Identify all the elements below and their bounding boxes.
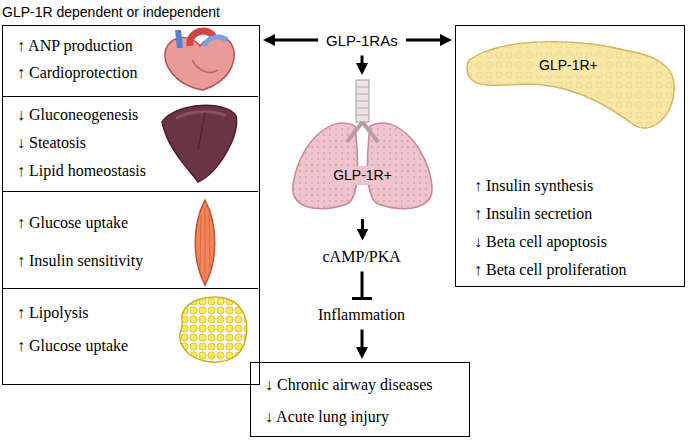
arrow-connector (269, 39, 318, 42)
pancreas-shape (467, 42, 674, 128)
arrow-connector (361, 330, 364, 354)
node-text: GLP-1R+ (330, 166, 395, 185)
node-text: ↑ Glucose uptake (17, 213, 128, 232)
organ-outline (464, 30, 678, 142)
inhibition-connector (361, 272, 364, 299)
trachea (356, 80, 369, 122)
node-text: ↓ Chronic airway diseases (265, 375, 433, 394)
node-text: ↑ Lipolysis (17, 303, 89, 322)
heart-body (165, 37, 234, 90)
fat-section: ↑ Lipolysis ↑ Glucose uptake (3, 288, 258, 384)
vena-cava (178, 30, 180, 48)
node-text: GLP-1R+ (536, 56, 601, 75)
liver-lobe-line (198, 112, 205, 150)
lung-organ: GLP-1R+ (285, 78, 440, 216)
node-text: GLP-1RAs (326, 31, 398, 50)
liver-highlight (176, 112, 226, 118)
node-text: cAMP/PKA (323, 247, 401, 266)
arrow-connector (361, 56, 364, 70)
node-text: Inflammation (318, 305, 405, 324)
fat-shape (180, 297, 247, 362)
liver-icon (162, 105, 237, 182)
organ-panel: GLP-1R dependent or independent↑ ANP pro… (2, 25, 260, 385)
organ-outline (285, 78, 440, 216)
liver-shape (162, 105, 237, 182)
pathway-label: cAMP/PKA (318, 244, 407, 269)
muscle-shape (195, 200, 215, 285)
node-text: ↑ Cardioprotection (17, 63, 137, 82)
node-text: ↑ Insulin synthesis (474, 176, 593, 195)
arrow-connector (361, 219, 364, 235)
heart-groove (192, 60, 218, 72)
arrow-connector (406, 39, 446, 42)
lung-texture-fill (293, 123, 432, 209)
node-text: ↑ Beta cell proliferation (474, 260, 626, 279)
drug-label: GLP-1RAs (321, 28, 403, 53)
process-label: Inflammation (313, 302, 411, 327)
trachea-rings (356, 87, 369, 115)
pancreas-panel: ↑ Insulin synthesis ↑ Insulin secretion ↓ … (455, 25, 685, 287)
node-text: ↓ Gluconeogenesis (17, 105, 138, 124)
node-text: ↑ Lipid homeostasis (17, 161, 146, 180)
node-text: ↑ Insulin secretion (474, 204, 592, 223)
fat-icon (180, 297, 247, 362)
node-text: ↓ Steatosis (17, 133, 86, 152)
node-text: ↓ Acute lung injury (265, 407, 389, 426)
pancreas-organ: GLP-1R+ (464, 30, 678, 142)
liver-section: ↓ Gluconeogenesis ↓ Steatosis ↑ Lipid home… (3, 96, 258, 191)
muscle-icon (195, 200, 215, 285)
heart-section: ↑ ANP production ↑ Cardioprotection (3, 26, 258, 96)
bronchi (347, 122, 378, 142)
node-text: ↑ ANP production (17, 36, 133, 55)
outcome-box: ↓ Chronic airway diseases ↓ Acute lung in… (250, 362, 470, 437)
node-text: ↓ Beta cell apoptosis (474, 232, 607, 251)
muscle-section: ↑ Glucose uptake ↑ Insulin sensitivity (3, 191, 258, 288)
heart-icon (165, 30, 234, 90)
muscle-fibres (200, 208, 210, 278)
node-text: GLP-1R dependent or independent (2, 3, 220, 22)
node-text: ↑ Glucose uptake (17, 336, 128, 355)
pulmonary-artery (204, 37, 227, 46)
pancreas-texture-fill (467, 42, 674, 128)
node-text: ↑ Insulin sensitivity (17, 251, 143, 270)
